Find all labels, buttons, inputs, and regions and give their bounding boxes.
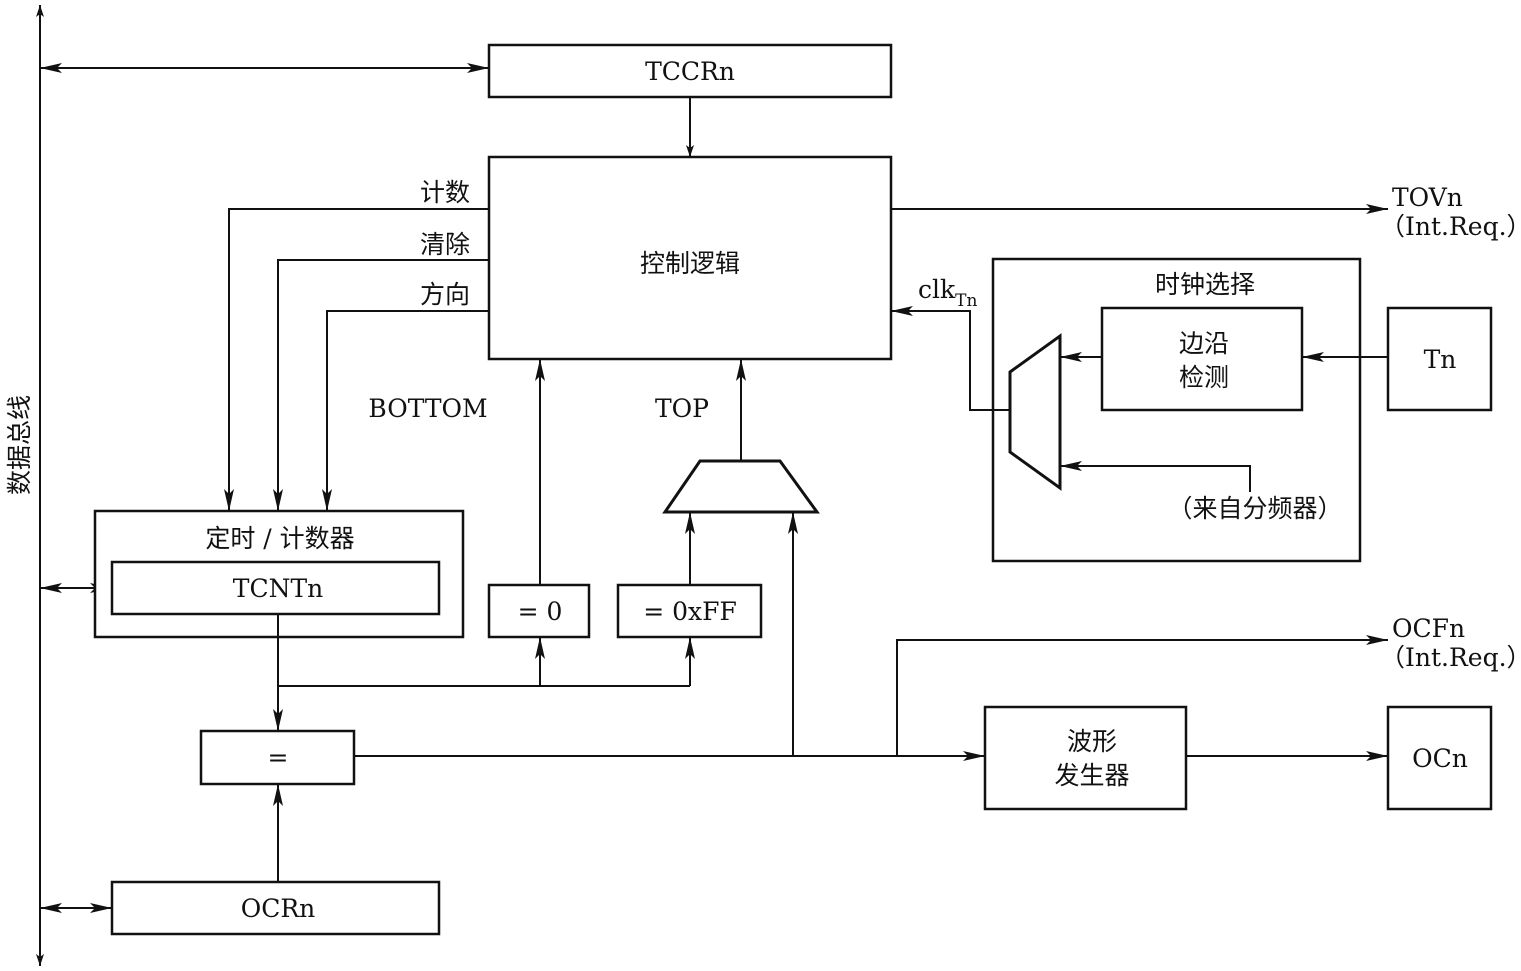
waveform-generator-box (983, 705, 1188, 811)
tccr-register-box (487, 43, 893, 99)
clear-signal-line (273, 259, 489, 511)
ocfn-int-req-label: （Int.Req.） (1380, 643, 1521, 672)
tccr-label: TCCRn (645, 57, 735, 86)
clear-label: 清除 (420, 230, 470, 259)
ocr-register-box (110, 880, 441, 936)
clk-signal-line (891, 306, 1010, 411)
top-mux (662, 459, 820, 514)
waveform-label-line1: 波形 (1067, 727, 1117, 756)
tcnt-register-box (110, 560, 441, 616)
count-label: 计数 (420, 178, 470, 207)
edge-detect-label-line1: 边沿 (1179, 329, 1229, 358)
bottom-label: BOTTOM (368, 394, 487, 423)
edge-detect-label-line2: 检测 (1179, 363, 1229, 392)
tovn-int-req-label: （Int.Req.） (1380, 212, 1521, 241)
timer-counter-label: 定时 / 计数器 (205, 524, 354, 553)
clock-select-label: 时钟选择 (1155, 270, 1255, 299)
tn-pin-box (1386, 306, 1493, 412)
ocfn-signal-line (896, 635, 1388, 756)
control-logic-label: 控制逻辑 (640, 249, 740, 278)
ocfn-label: OCFn (1392, 614, 1465, 643)
direction-label: 方向 (420, 280, 470, 309)
clock-mux (1008, 333, 1062, 491)
prescaler-to-mux-arrow (1060, 461, 1251, 492)
clk-text: clk (918, 275, 956, 304)
prescaler-label: （来自分频器） (1167, 494, 1342, 523)
tovn-label: TOVn (1392, 183, 1463, 212)
count-signal-line (224, 208, 489, 511)
waveform-label-line2: 发生器 (1054, 761, 1129, 790)
ocn-pin-box (1386, 705, 1493, 811)
data-bus-label: 数据总线 (5, 395, 34, 495)
tcnt-label: TCNTn (233, 574, 323, 603)
compare-label: = (268, 743, 289, 772)
clk-label: clkTn (918, 275, 977, 311)
clk-subscript: Tn (955, 291, 977, 311)
edge-detect-box (1100, 306, 1304, 412)
top-label: TOP (655, 394, 709, 423)
ocn-label: OCn (1412, 744, 1468, 773)
direction-signal-line (322, 310, 489, 511)
eq-zero-label: = 0 (518, 597, 563, 626)
ocr-label: OCRn (241, 894, 316, 923)
eq-ff-label: = 0xFF (643, 597, 737, 626)
eq-ff-box (616, 583, 763, 639)
eq-zero-box (487, 583, 591, 639)
tn-label: Tn (1424, 345, 1457, 374)
control-logic-box (487, 155, 893, 361)
